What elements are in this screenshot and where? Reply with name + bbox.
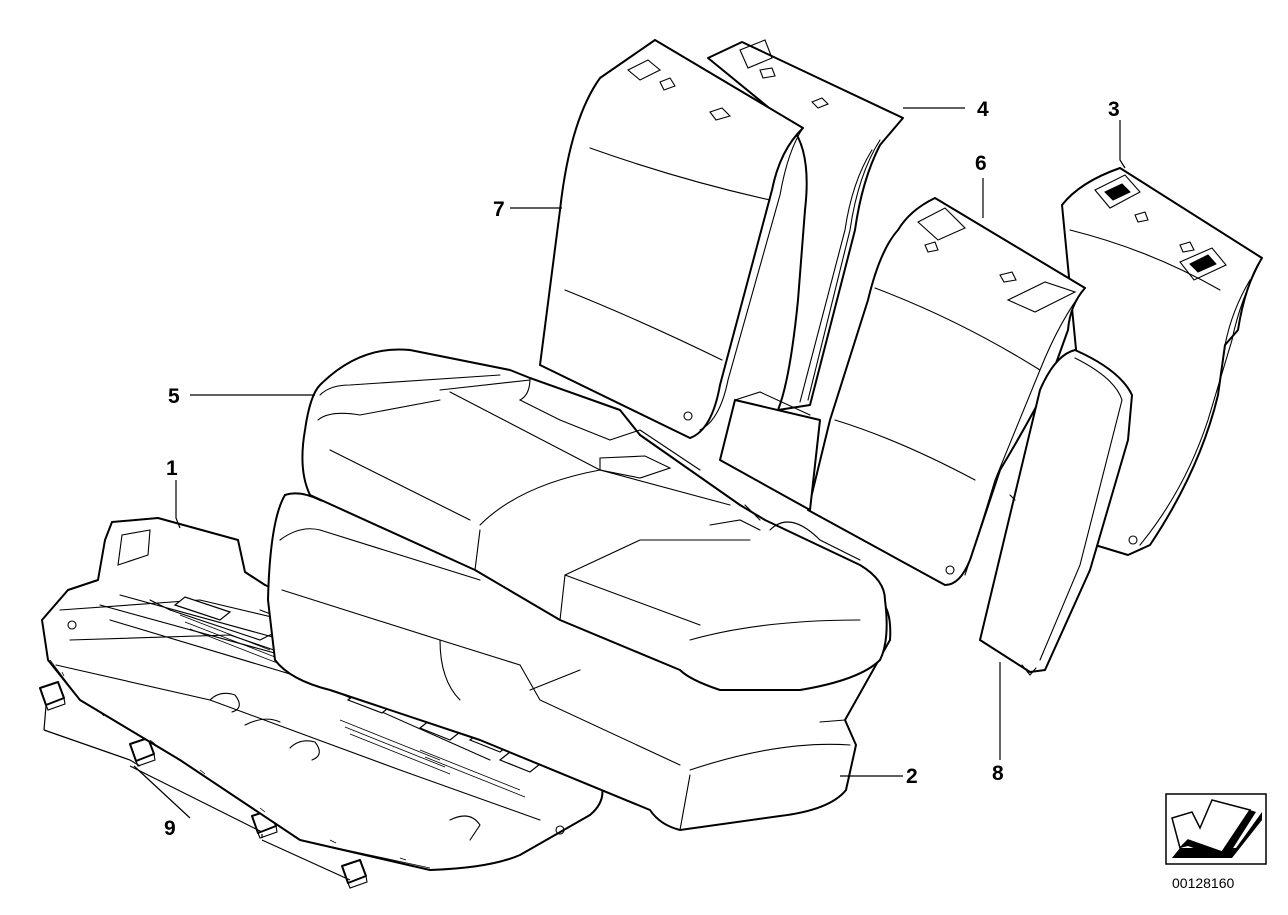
document-number: 00128160 [1172, 875, 1235, 891]
leader-lines [43, 107, 1126, 881]
callout-4: 4 [977, 98, 989, 121]
callout-3: 3 [1108, 98, 1120, 121]
callouts: 1 2 3 4 5 6 7 8 9 [164, 98, 1120, 840]
part-7-backrest-left [539, 39, 804, 439]
part-8-side-trim [979, 349, 1133, 676]
part-4-backrest-center [707, 39, 904, 411]
callout-7: 7 [493, 198, 505, 221]
part-5-seat-cover [301, 348, 888, 691]
callout-2: 2 [906, 765, 918, 788]
orientation-icon [1165, 793, 1267, 865]
callout-5: 5 [168, 385, 180, 408]
callout-6: 6 [975, 152, 987, 175]
callout-8: 8 [992, 762, 1004, 785]
callout-1: 1 [166, 457, 178, 480]
part-6-backrest-right [719, 197, 1086, 586]
callout-9: 9 [164, 817, 176, 840]
